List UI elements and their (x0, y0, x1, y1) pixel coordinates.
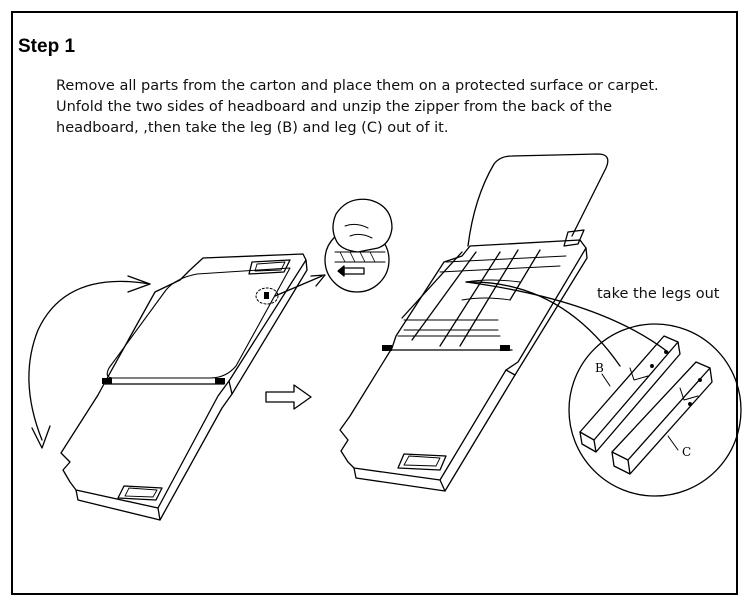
instruction-frame (11, 11, 738, 595)
folded-headboard-drawing (60, 253, 308, 521)
zoom-pointer-arrowhead (310, 274, 326, 287)
instruction-line-3: headboard, ,then take the leg (B) and le… (56, 120, 449, 136)
part-c-label: C (682, 445, 691, 459)
legs-callout-label: take the legs out (597, 286, 720, 302)
instruction-text: Remove all parts from the carton and pla… (56, 76, 696, 139)
unfolded-headboard-drawing (339, 153, 609, 492)
hand-unzipping-icon (324, 198, 393, 293)
instruction-line-1: Remove all parts from the carton and pla… (56, 78, 659, 94)
part-b-label: B (595, 361, 604, 375)
callout-pointer-line-1 (465, 281, 621, 367)
instruction-line-2: Unfold the two sides of headboard and un… (56, 99, 613, 115)
legs-detail-drawing: B C (568, 323, 742, 497)
right-arrow-icon (265, 384, 312, 410)
callout-pointer-line-2 (465, 281, 669, 353)
curved-fold-arrow-icon (28, 275, 151, 449)
step-title: Step 1 (18, 36, 76, 57)
zoom-pointer-line (274, 275, 323, 297)
